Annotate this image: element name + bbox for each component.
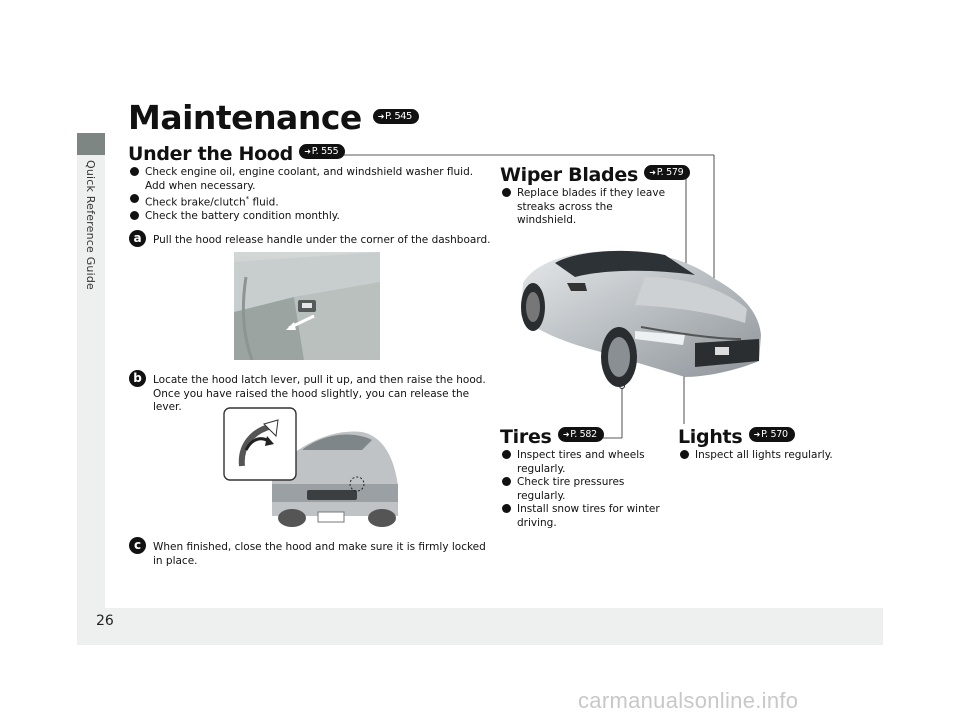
wiper-ref-text: P. 579 [656,167,684,178]
wiper-bullets: Replace blades if they leave streaks acr… [502,187,672,228]
ref-arrow-icon: ➜ [649,168,656,177]
car-photo [515,243,765,391]
lights-ref-text: P. 570 [761,429,788,440]
under-hood-bullets: Check engine oil, engine coolant, and wi… [130,166,490,224]
bullet-text-tail: fluid. [249,196,279,209]
bullet-text: Check tire pressures regularly. [517,476,625,502]
tires-ref-text: P. 582 [570,429,597,440]
tires-bullets: Inspect tires and wheels regularly. Chec… [502,449,672,530]
step-c-text: When finished, close the hood and make s… [153,541,486,567]
lights-title-text: Lights [678,426,743,448]
step-number-a: a [129,230,146,247]
lights-title: Lights ➜P. 570 [678,426,795,448]
under-hood-ref-badge[interactable]: ➜P. 555 [299,144,346,159]
step-b-text: Locate the hood latch lever, pull it up,… [153,374,486,413]
list-item: Check engine oil, engine coolant, and wi… [130,166,490,193]
under-hood-title-text: Under the Hood [128,143,293,165]
list-item: Check brake/clutch* fluid. [130,193,490,210]
ref-arrow-icon: ➜ [753,430,761,439]
page-number: 26 [96,613,114,629]
hood-release-photo [234,252,380,360]
wiper-title: Wiper Blades ➜P. 579 [500,164,691,186]
list-item: Inspect tires and wheels regularly. [502,449,672,476]
bullet-text: Check engine oil, engine coolant, and wi… [145,166,474,192]
sidebar-tab [77,133,105,155]
ref-arrow-icon: ➜ [304,147,311,156]
wiper-ref-badge[interactable]: ➜P. 579 [644,165,691,180]
page-ref-text: P. 545 [384,111,412,122]
tires-title: Tires ➜P. 582 [500,426,604,448]
step-a-text: Pull the hood release handle under the c… [153,234,491,246]
step-number-c: c [129,537,146,554]
bullet-icon [680,450,689,459]
watermark: carmanualsonline.info [578,688,799,713]
asterisk: * [245,195,250,203]
bullet-icon [130,167,139,176]
bullet-text: Check the battery condition monthly. [145,210,340,222]
list-item: Check tire pressures regularly. [502,476,672,503]
list-item: Replace blades if they leave streaks acr… [502,187,672,228]
under-hood-ref-text: P. 555 [311,146,339,157]
lights-bullets: Inspect all lights regularly. [680,449,870,463]
ref-arrow-icon: ➜ [377,112,385,121]
bullet-icon [502,188,511,197]
list-item: Check the battery condition monthly. [130,210,490,224]
step-number-b: b [129,370,146,387]
bullet-text: Install snow tires for winter driving. [517,503,660,529]
bullet-icon [130,211,139,220]
hood-latch-photo [222,406,402,534]
bullet-icon [502,504,511,513]
bullet-icon [502,477,511,486]
bullet-text: Inspect tires and wheels regularly. [517,449,645,475]
sidebar-label: Quick Reference Guide [84,160,97,290]
bullet-icon [130,194,139,203]
bullet-text: Inspect all lights regularly. [695,449,833,461]
bullet-text: Replace blades if they leave streaks acr… [517,187,666,226]
under-hood-title: Under the Hood ➜P. 555 [128,143,346,165]
list-item: Install snow tires for winter driving. [502,503,672,530]
page-title-text: Maintenance [128,98,362,137]
bullet-icon [502,450,511,459]
tires-ref-badge[interactable]: ➜P. 582 [557,427,604,442]
bullet-text: Check brake/clutch [145,196,246,209]
page-title: Maintenance ➜P. 545 [128,98,419,137]
tires-title-text: Tires [500,426,552,448]
lights-ref-badge[interactable]: ➜P. 570 [748,427,795,442]
wiper-title-text: Wiper Blades [500,164,638,186]
page-ref-badge[interactable]: ➜P. 545 [372,109,419,124]
list-item: Inspect all lights regularly. [680,449,870,463]
ref-arrow-icon: ➜ [562,430,570,439]
